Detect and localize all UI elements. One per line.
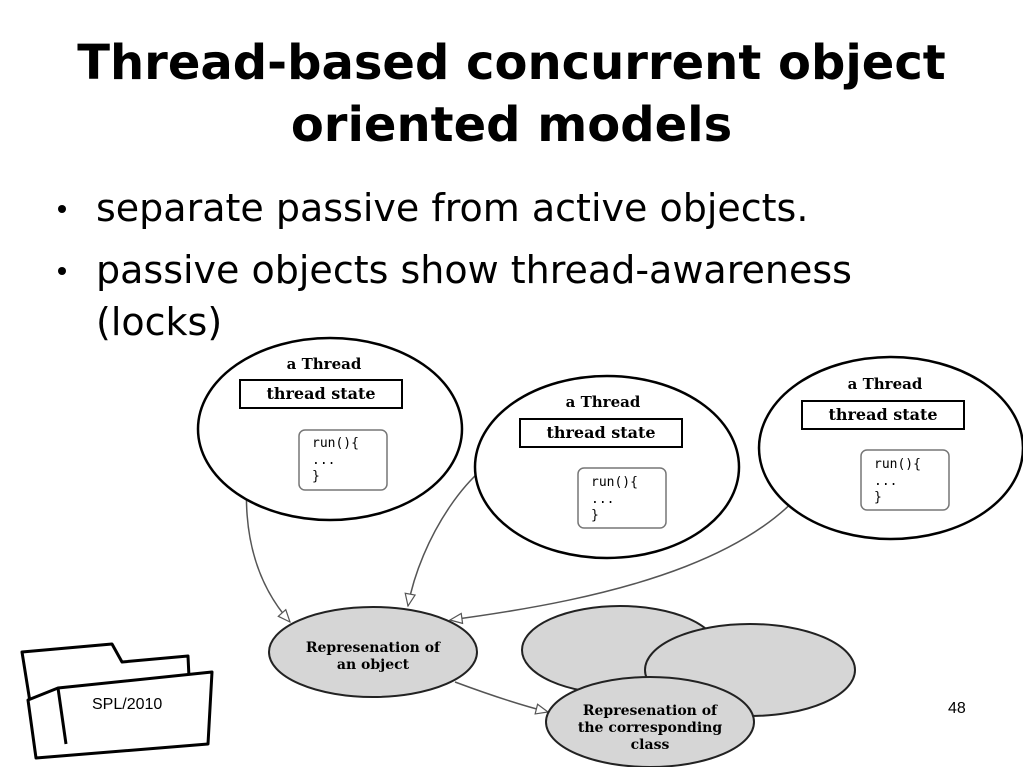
class-label-line: the corresponding: [578, 720, 722, 736]
title-line-1: Thread-based concurrent object: [77, 35, 946, 91]
thread-state-label: thread state: [546, 423, 655, 442]
slide-title: Thread-based concurrent object oriented …: [0, 32, 1023, 156]
object-label-line: Represenation of: [306, 640, 441, 656]
run-method-box: [298, 429, 388, 491]
thread-state-label: thread state: [828, 405, 937, 424]
code-line: run(){: [591, 475, 638, 490]
code-line: ...: [874, 474, 897, 489]
thread-label: a Thread: [848, 375, 923, 393]
class-label-line: class: [631, 737, 670, 753]
object-representation: Represenation of an object: [268, 606, 478, 698]
code-line: }: [312, 469, 320, 484]
code-line: ...: [312, 453, 335, 468]
thread-state-label: thread state: [266, 384, 375, 403]
class-representation: Represenation of the corresponding class: [545, 676, 755, 767]
title-line-2: oriented models: [290, 97, 733, 153]
bullet-dot-icon: [58, 267, 66, 275]
thread-label: a Thread: [287, 355, 362, 373]
code-line: ...: [591, 492, 614, 507]
code-line: }: [591, 508, 599, 523]
bullet-list: separate passive from active objects. pa…: [52, 182, 952, 358]
run-method-box: [577, 467, 667, 529]
thread-circle-1: a Thread thread state run(){ ... }: [196, 336, 464, 522]
folder-icon: [20, 642, 214, 760]
code-line: run(){: [312, 436, 359, 451]
class-label-line: Represenation of: [583, 703, 718, 719]
page-number: 48: [948, 700, 966, 717]
footer-label: SPL/2010: [92, 696, 163, 713]
code-line: }: [874, 490, 882, 505]
thread-circle-2: a Thread thread state run(){ ... }: [473, 374, 741, 560]
thread-label: a Thread: [566, 393, 641, 411]
connector-object-class: [454, 681, 548, 712]
bullet-text: separate passive from active objects.: [96, 186, 809, 230]
bullet-dot-icon: [58, 205, 66, 213]
bullet-text: passive objects show thread-awareness (l…: [96, 248, 852, 344]
code-line: run(){: [874, 457, 921, 472]
run-method-box: [860, 449, 950, 511]
object-label-line: an object: [337, 657, 410, 673]
thread-circle-3: a Thread thread state run(){ ... }: [757, 355, 1023, 541]
bullet-item: passive objects show thread-awareness (l…: [52, 244, 952, 348]
bullet-item: separate passive from active objects.: [52, 182, 952, 234]
